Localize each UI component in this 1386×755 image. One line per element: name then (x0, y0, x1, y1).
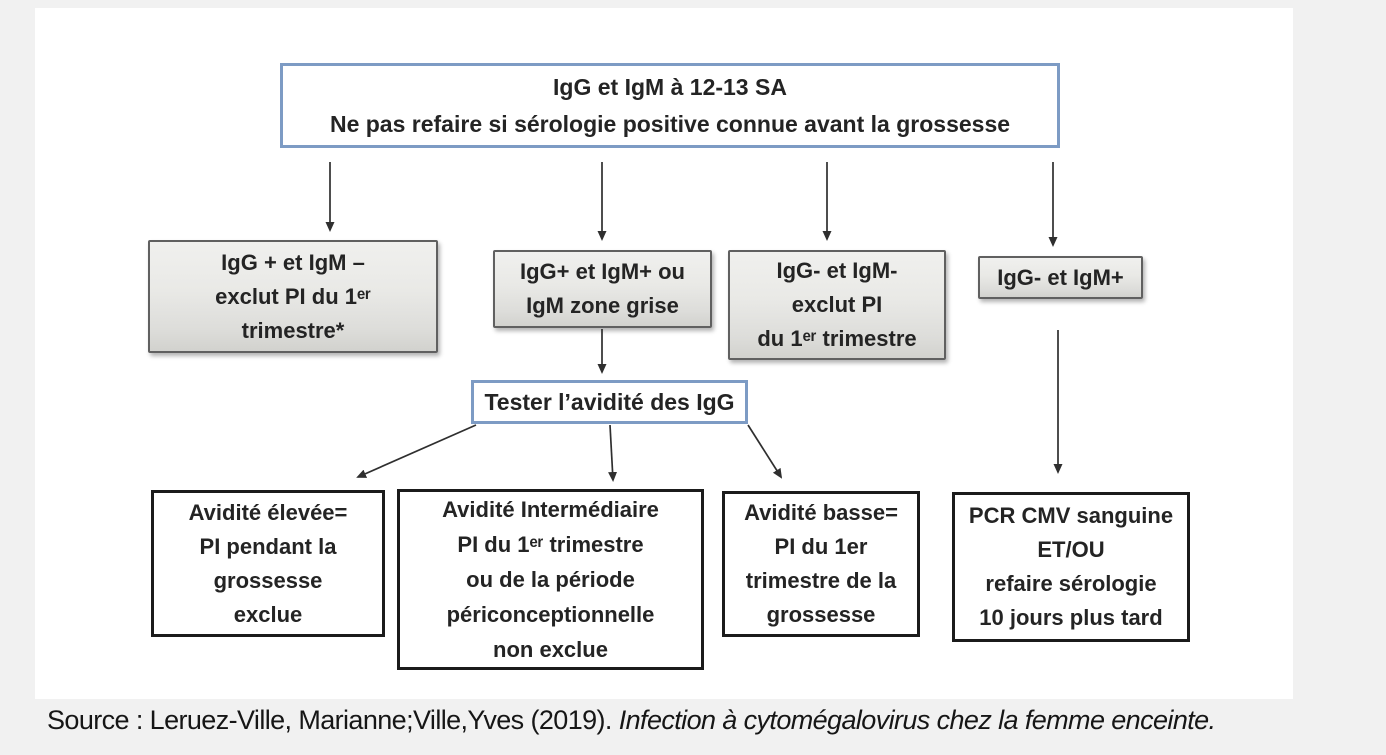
box-pcr-cmv: PCR CMV sanguine ET/OU refaire sérologie… (952, 492, 1190, 642)
box-igg-pos-igm-neg: IgG + et IgM – exclut PI du 1ᵉʳ trimestr… (148, 240, 438, 353)
box-line: grossesse (213, 567, 323, 593)
box-line: IgG- et IgM+ (997, 264, 1124, 290)
box-line: exclut PI du 1ᵉʳ (215, 283, 371, 309)
box-serology-line: Ne pas refaire si sérologie positive con… (329, 110, 1011, 137)
box-igg-neg-igm-neg: IgG- et IgM- exclut PI du 1ᵉʳ trimestre (728, 250, 946, 360)
box-line: PI pendant la (199, 533, 337, 559)
box-line: IgM zone grise (526, 293, 679, 318)
box-line: PI du 1ᵉʳ trimestre (457, 532, 644, 557)
source-citation-prefix: Source : Leruez-Ville, Marianne;Ville,Yv… (47, 705, 619, 735)
box-line: IgG- et IgM- (776, 258, 898, 283)
box-line: 10 jours plus tard (979, 605, 1163, 630)
box-line: grossesse (766, 602, 876, 627)
box-line: exclut PI (791, 292, 883, 317)
box-serology-line: IgG et IgM à 12-13 SA (553, 73, 787, 100)
box-line: PI du 1er (774, 534, 868, 559)
box-igg-pos-igm-pos: IgG+ et IgM+ ou IgM zone grise (493, 250, 712, 328)
source-citation-title: Infection à cytomégalovirus chez la femm… (618, 705, 1216, 735)
box-high-avidity: Avidité élevée= PI pendant la grossesse … (151, 490, 385, 637)
box-low-avidity: Avidité basse= PI du 1er trimestre de la… (722, 491, 920, 637)
box-line: périconceptionnelle (446, 602, 655, 627)
box-line: PCR CMV sanguine (968, 503, 1174, 528)
box-line: trimestre de la (745, 568, 897, 593)
box-line: non exclue (493, 637, 608, 662)
box-serology-12-13sa: IgG et IgM à 12-13 SA Ne pas refaire si … (280, 63, 1060, 148)
box-line: refaire sérologie (985, 571, 1157, 596)
box-line: ET/OU (1037, 537, 1105, 562)
box-line: Avidité Intermédiaire (442, 497, 659, 522)
box-line: Avidité basse= (744, 500, 898, 525)
box-igg-neg-igm-pos: IgG- et IgM+ (978, 256, 1143, 299)
box-line: du 1ᵉʳ trimestre (757, 326, 917, 351)
box-line: Tester l’avidité des IgG (484, 389, 735, 415)
box-intermediate-avidity: Avidité Intermédiaire PI du 1ᵉʳ trimestr… (397, 489, 704, 670)
box-line: IgG+ et IgM+ ou (519, 259, 685, 284)
box-line: IgG + et IgM – (221, 249, 365, 275)
box-line: ou de la période (466, 567, 635, 592)
source-citation: Source : Leruez-Ville, Marianne;Ville,Yv… (47, 705, 1357, 736)
box-line: exclue (233, 601, 303, 627)
box-test-avidity: Tester l’avidité des IgG (471, 380, 748, 424)
box-line: trimestre* (241, 317, 345, 343)
box-line: Avidité élevée= (188, 499, 348, 525)
